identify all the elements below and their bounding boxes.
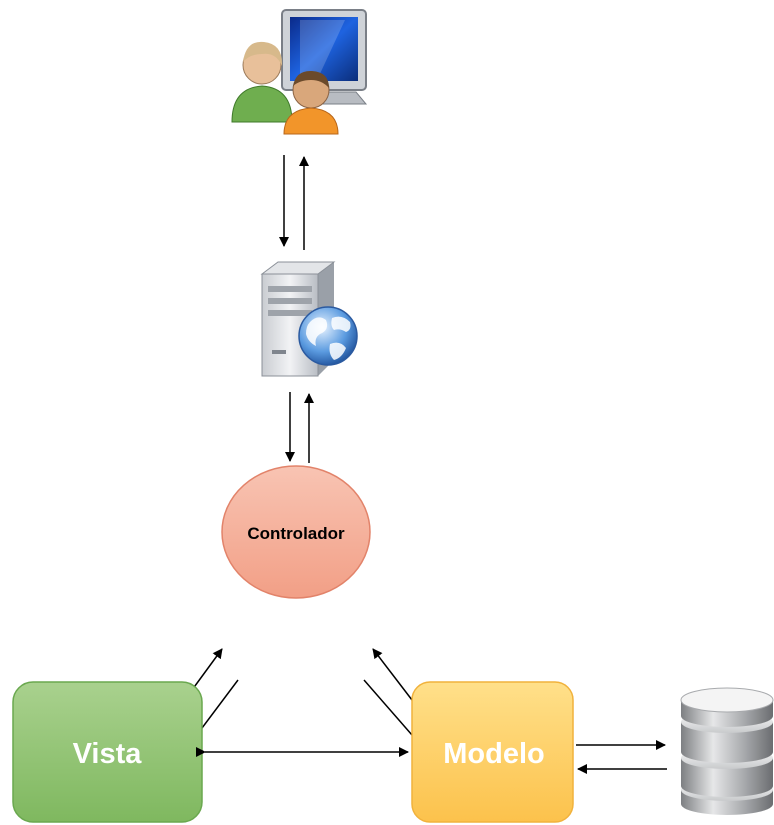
users-computer-icon — [231, 9, 368, 135]
line-controller-to-model — [363, 679, 413, 736]
web-server-icon — [260, 261, 358, 377]
view-label: Vista — [73, 738, 143, 770]
line-controller-to-view — [201, 679, 239, 729]
arrow-model-to-controller — [372, 648, 413, 701]
arrow-view-to-controller — [191, 648, 223, 691]
view-node: Vista — [12, 681, 203, 823]
model-node: Modelo — [411, 681, 574, 823]
database-icon — [680, 687, 774, 815]
controller-node: Controlador — [221, 465, 371, 599]
controller-label: Controlador — [247, 524, 345, 543]
model-label: Modelo — [443, 738, 545, 770]
